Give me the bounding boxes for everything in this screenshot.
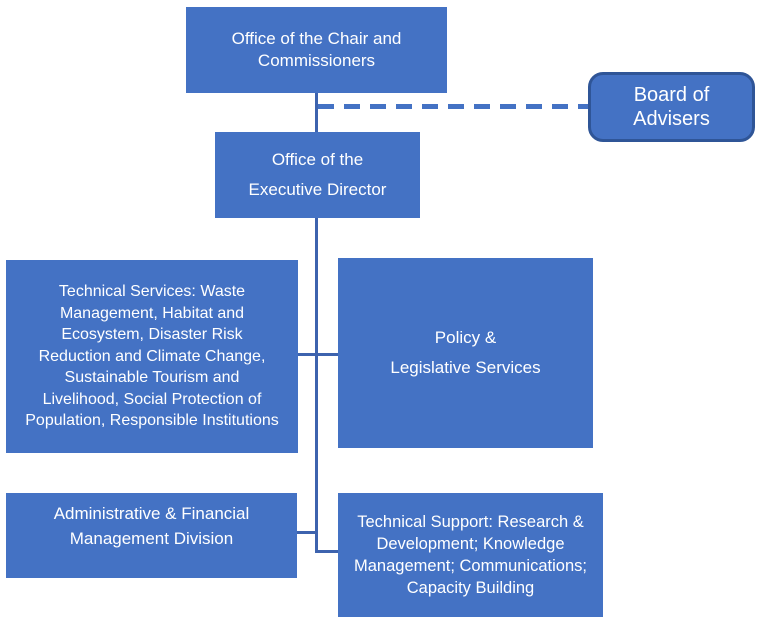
connector-chair-to-director — [315, 91, 318, 134]
org-box-executive-director: Office of the Executive Director — [215, 132, 420, 218]
org-box-admin-financial-label: Administrative & Financial Management Di… — [53, 503, 250, 548]
connector-director-trunk — [315, 218, 318, 553]
connector-chair-to-advisers-dashed — [318, 104, 588, 109]
org-box-board-of-advisers-label: Board of Advisers — [633, 84, 710, 130]
org-box-technical-services-label: Technical Services: Waste Management, Ha… — [25, 283, 279, 430]
connector-tech-support-branch — [315, 550, 338, 553]
connector-admin-branch — [297, 531, 317, 534]
connector-services-policy-branch — [298, 353, 338, 356]
org-box-chair-commissioners: Office of the Chair and Commissioners — [186, 7, 447, 93]
org-box-board-of-advisers: Board of Advisers — [588, 72, 755, 142]
org-box-policy-legislative: Policy & Legislative Services — [338, 258, 593, 448]
org-box-admin-financial: Administrative & Financial Management Di… — [6, 493, 297, 578]
org-box-technical-support-label: Technical Support: Research & Developmen… — [354, 513, 587, 597]
org-box-technical-services: Technical Services: Waste Management, Ha… — [6, 260, 298, 453]
org-box-technical-support: Technical Support: Research & Developmen… — [338, 493, 603, 617]
org-box-chair-commissioners-label: Office of the Chair and Commissioners — [231, 29, 402, 70]
org-box-executive-director-label: Office of the Executive Director — [248, 150, 387, 199]
org-box-policy-legislative-label: Policy & Legislative Services — [390, 328, 541, 377]
